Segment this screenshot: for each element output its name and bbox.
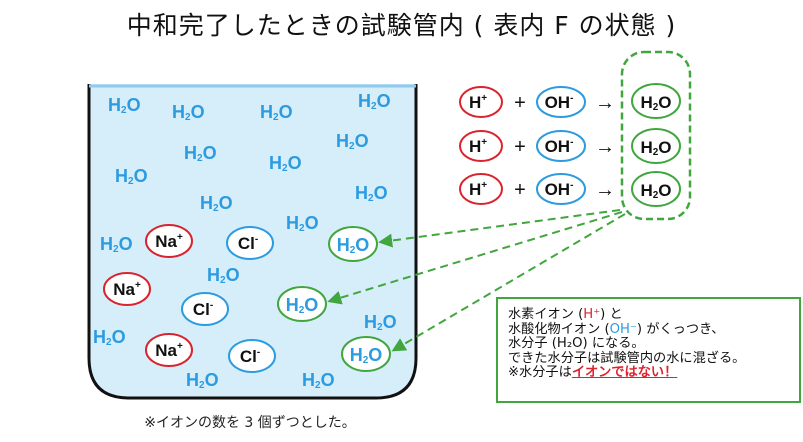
cl-ion-label: Cl- — [240, 347, 260, 366]
explanation-line-4: できた水分子は試験管内の水に混ざる。 — [508, 350, 746, 366]
water-molecule: H2O — [200, 193, 233, 214]
na-ion-ring — [145, 333, 193, 367]
water-molecule: H2O — [286, 213, 319, 234]
oh-ion-label: OH- — [545, 137, 574, 156]
explanation-line-1: 水素イオン (H⁺) と — [508, 307, 623, 322]
arrow-sign: → — [595, 92, 615, 114]
na-ion-ring — [103, 272, 151, 306]
cl-ion-ring — [181, 292, 229, 326]
formed-water-ring — [341, 336, 391, 372]
formed-water-label: H2O — [337, 235, 370, 256]
formed-water-ring — [328, 226, 378, 262]
dashed-arrow — [378, 209, 621, 248]
formed-water-label: H2O — [286, 295, 319, 316]
water-molecule: H2O — [108, 95, 141, 116]
h-ion-label: H+ — [469, 137, 487, 156]
water-molecule: H2O — [269, 153, 302, 174]
product-water-ring — [631, 128, 681, 164]
product-group-box — [620, 50, 692, 221]
h-ion-label: H+ — [469, 93, 487, 112]
water-molecule: H2O — [364, 312, 397, 333]
arrow-sign: → — [595, 179, 615, 201]
explanation-line-2: 水酸化物イオン (OH⁻) がくっつき、 — [508, 321, 725, 337]
na-ion-label: Na+ — [113, 280, 141, 299]
product-water-label: H2O — [640, 138, 671, 158]
water-molecule: H2O — [355, 183, 388, 204]
water-molecule: H2O — [93, 327, 126, 348]
dashed-arrows — [327, 209, 626, 352]
cl-ion-ring — [228, 339, 276, 373]
explanation-line-5: ※水分子はイオンではない！ — [508, 365, 678, 381]
water-molecule: H2O — [207, 265, 240, 286]
page-title: 中和完了したときの試験管内 ( 表内 F の状態 ) — [126, 11, 677, 40]
water-molecule: H2O — [358, 91, 391, 112]
h-ion-label: H+ — [469, 180, 487, 199]
product-water-molecules: H2O H2O H2O — [631, 83, 681, 207]
plus-sign: + — [514, 179, 526, 201]
formed-water-in-tube: H2O H2O H2O — [277, 226, 391, 372]
h-ion-ring — [459, 130, 503, 162]
explanation-box: 水素イオン (H⁺) と 水酸化物イオン (OH⁻) がくっつき、 水分子 (H… — [496, 297, 801, 403]
product-water-label: H2O — [640, 93, 671, 113]
na-ion-ring — [145, 224, 193, 258]
water-molecule: H2O — [115, 166, 148, 187]
cl-ion-label: Cl- — [238, 234, 258, 253]
cl-ion-ring — [226, 226, 274, 260]
product-water-ring — [631, 171, 681, 207]
arrow-sign: → — [595, 136, 615, 158]
product-water-ring — [631, 83, 681, 119]
cl-ion-label: Cl- — [193, 300, 213, 319]
plus-sign: + — [514, 92, 526, 114]
water-molecule: H2O — [172, 102, 205, 123]
reaction-row: H+ + OH- → — [459, 173, 615, 205]
tube-water-molecules: H2O H2O H2O H2O H2O H2O H2O H2O H2O H2O … — [93, 91, 397, 391]
oh-ion-ring — [536, 173, 586, 205]
product-water-label: H2O — [640, 181, 671, 201]
reaction-row: H+ + OH- → — [459, 86, 615, 118]
explanation-line-3: 水分子 (H₂O) になる。 — [508, 336, 645, 352]
dashed-arrow — [391, 213, 626, 352]
cl-ions: Cl- Cl- Cl- — [181, 226, 276, 373]
na-ion-label: Na+ — [155, 232, 183, 251]
water-molecule: H2O — [336, 131, 369, 152]
oh-ion-label: OH- — [545, 180, 574, 199]
footnote: ※イオンの数を 3 個ずつとした。 — [144, 415, 356, 431]
formed-water-ring — [277, 286, 327, 322]
oh-ion-ring — [536, 86, 586, 118]
oh-ion-ring — [536, 130, 586, 162]
water-molecule: H2O — [260, 102, 293, 123]
h-ion-ring — [459, 86, 503, 118]
water-molecule: H2O — [302, 370, 335, 391]
h-ion-ring — [459, 173, 503, 205]
na-ion-label: Na+ — [155, 341, 183, 360]
plus-sign: + — [514, 136, 526, 158]
dashed-arrow — [327, 211, 623, 305]
water-molecule: H2O — [184, 143, 217, 164]
oh-ion-label: OH- — [545, 93, 574, 112]
water-molecule: H2O — [186, 370, 219, 391]
na-ions: Na+ Na+ Na+ — [103, 224, 193, 367]
reaction-row: H+ + OH- → — [459, 130, 615, 162]
formed-water-label: H2O — [350, 345, 383, 366]
reaction-equations: H+ + OH- → H+ + OH- → H+ + OH- → — [459, 86, 615, 205]
water-molecule: H2O — [100, 234, 133, 255]
